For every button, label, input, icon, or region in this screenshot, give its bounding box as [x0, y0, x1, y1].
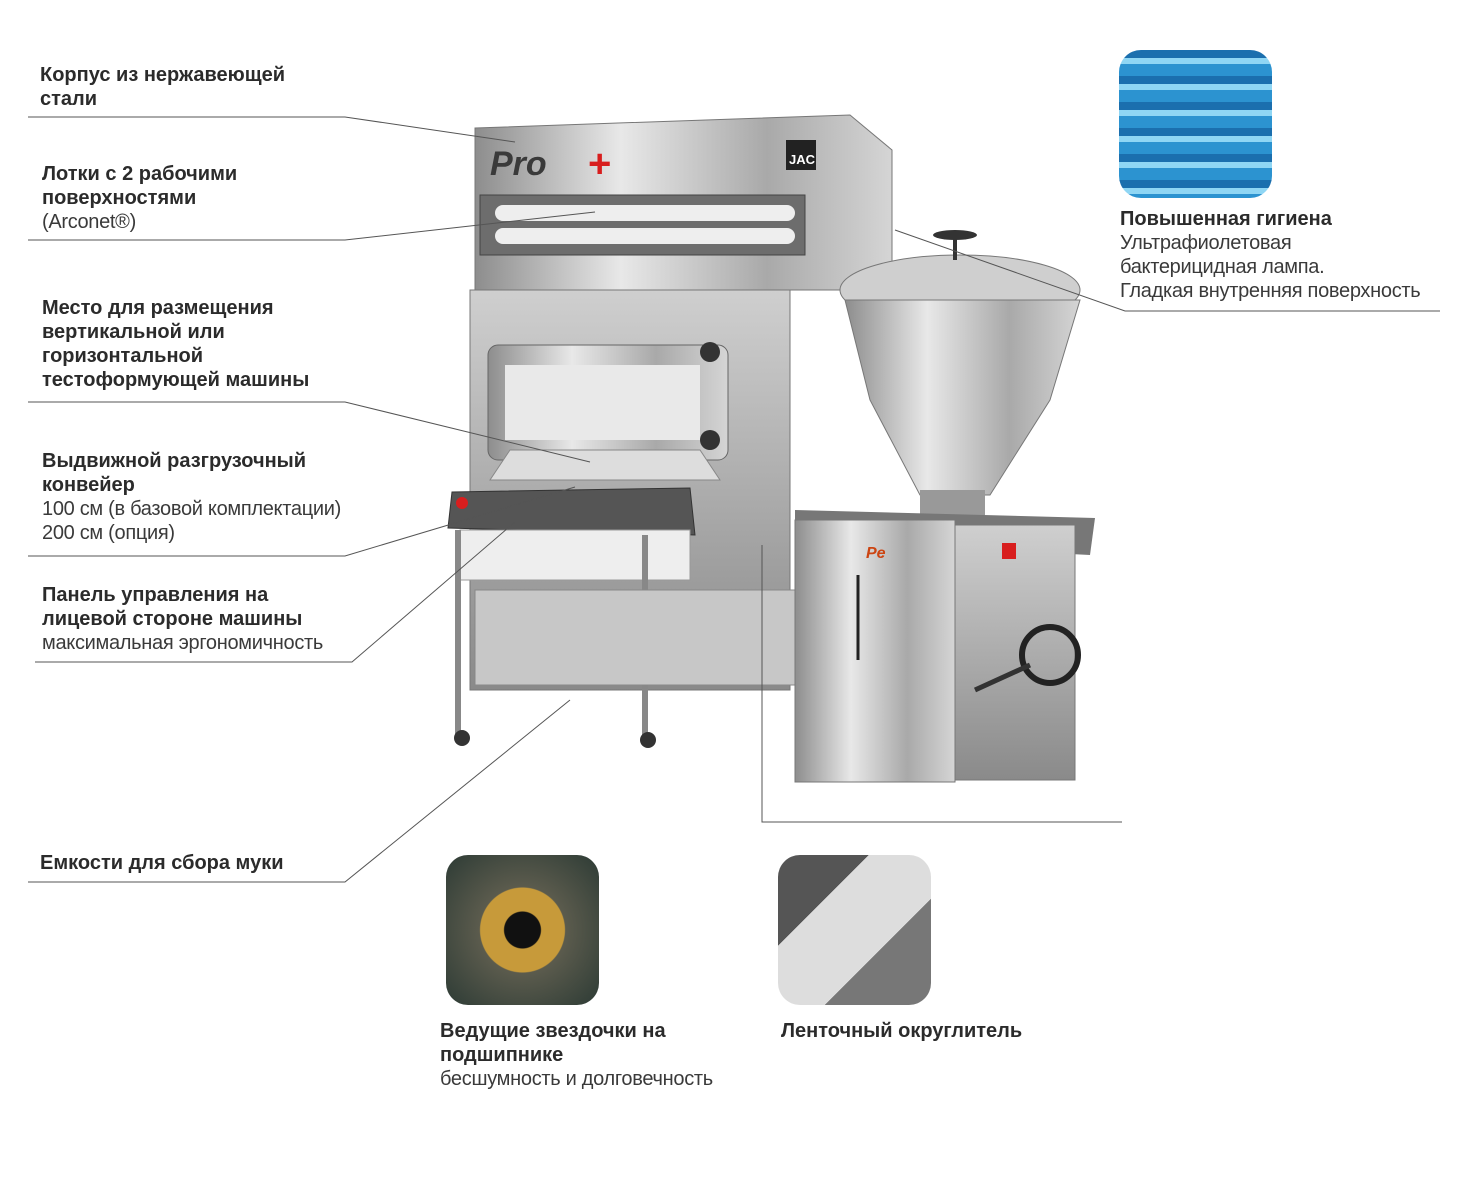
callout-subtitle: максимальная эргономичность — [42, 632, 324, 654]
sprocket-photo — [446, 855, 599, 1005]
pro-logo: Pro — [490, 145, 547, 183]
control-panel — [447, 487, 696, 748]
callout-conveyor: Выдвижной разгрузочный конвейер 100 см (… — [42, 449, 341, 545]
callout-title: Емкости для сбора муки — [40, 852, 284, 874]
callout-stainless-body: Корпус из нержавеющей стали — [40, 63, 285, 111]
callout-title: Ленточный округлитель — [781, 1020, 1023, 1042]
callout-title: Лотки с 2 рабочими поверхностями — [42, 163, 238, 209]
jac-logo — [786, 140, 816, 170]
callout-title: Корпус из нержавеющей стали — [40, 64, 286, 110]
divider: Pe — [794, 230, 1095, 783]
callout-sprockets: Ведущие звездочки на подшипнике бесшумно… — [440, 1019, 713, 1091]
callout-control-panel: Панель управления на лицевой стороне маш… — [42, 583, 323, 655]
callout-moulder-space: Место для размещения вертикальной или го… — [42, 296, 309, 392]
uv-surface-photo — [1119, 50, 1272, 198]
callout-subtitle: Ультрафиолетовая бактерицидная лампа. Гл… — [1120, 232, 1421, 302]
proofer-cabinet: Pro + JAC — [474, 114, 893, 291]
callout-title: Место для размещения вертикальной или го… — [42, 297, 310, 391]
callout-subtitle: (Arconet®) — [42, 211, 136, 233]
callout-subtitle: бесшумность и долговечность — [440, 1068, 713, 1090]
callout-title: Повышенная гигиена — [1120, 208, 1332, 230]
callout-flour-containers: Емкости для сбора муки — [40, 851, 284, 875]
svg-text:Pe: Pe — [866, 545, 886, 562]
flour-containers — [474, 589, 796, 686]
svg-text:+: + — [588, 142, 611, 186]
callout-title: Выдвижной разгрузочный конвейер — [42, 450, 307, 496]
callout-trays: Лотки с 2 рабочими поверхностями (Arcone… — [42, 162, 237, 234]
callout-hygiene: Повышенная гигиена Ультрафиолетовая бакт… — [1120, 207, 1421, 303]
callout-subtitle: 100 см (в базовой комплектации) 200 см (… — [42, 498, 341, 544]
leader-lines — [28, 116, 1440, 883]
callout-title: Панель управления на лицевой стороне маш… — [42, 584, 303, 630]
callout-title: Ведущие звездочки на подшипнике — [440, 1020, 666, 1066]
callout-belt-rounder: Ленточный округлитель — [781, 1019, 1022, 1043]
svg-text:JAC: JAC — [789, 152, 816, 167]
moulder — [487, 342, 729, 481]
belt-rounder-photo — [778, 855, 931, 1005]
